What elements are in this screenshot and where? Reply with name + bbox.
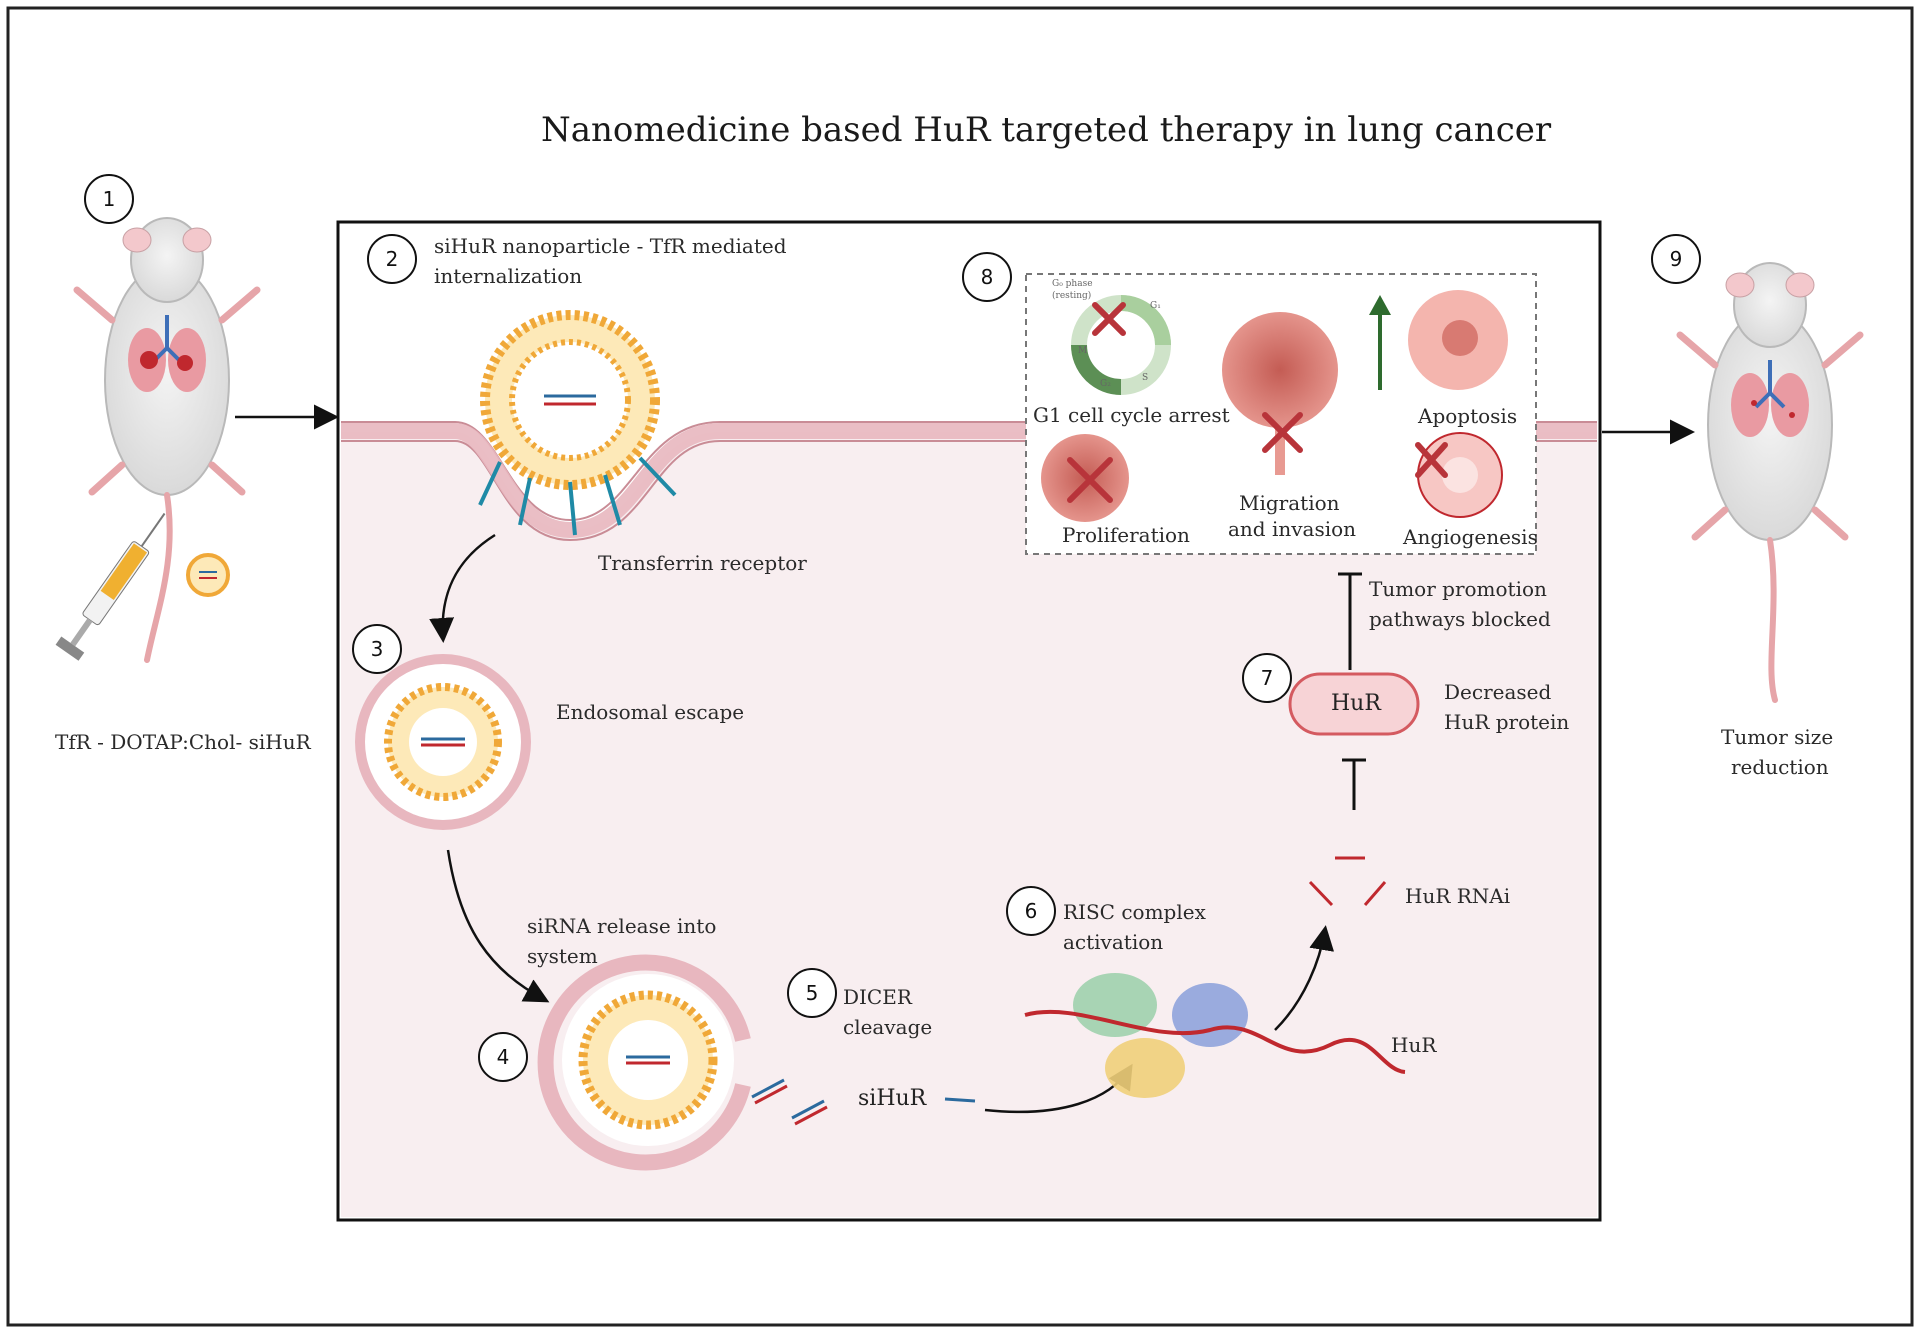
- transferrin-receptor-label: Transferrin receptor: [598, 551, 807, 575]
- hur-mrna: [1024, 1009, 1406, 1074]
- blocked-label-line2: pathways blocked: [1369, 607, 1551, 631]
- nanoparticle-internalizing: [480, 310, 660, 490]
- proliferation-label: Proliferation: [1062, 523, 1190, 547]
- sirna-release-label-line1: siRNA release into: [527, 914, 717, 938]
- endosome: [355, 654, 531, 830]
- released-sirna: [751, 1078, 976, 1126]
- tumor-reduction-label-line1: Tumor size: [1721, 725, 1834, 749]
- step-7-badge: 7: [1242, 653, 1292, 703]
- cycle-phase-label-1: G₀ phase: [1052, 279, 1093, 289]
- outer-frame: [6, 6, 1914, 1327]
- internalization-label-line2: internalization: [434, 264, 583, 288]
- decreased-label-line2: HuR protein: [1444, 710, 1570, 734]
- nanoparticle-small: [186, 553, 230, 597]
- angiogenesis-label: Angiogenesis: [1403, 525, 1538, 549]
- step-5-badge: 5: [787, 968, 837, 1018]
- apoptosis-cell: [1408, 290, 1508, 390]
- blocked-label-line1: Tumor promotion: [1369, 577, 1547, 601]
- cycle-g1-label: G₁: [1150, 301, 1161, 311]
- mouse-treated-illustration: [73, 217, 261, 663]
- angiogenesis-cell: [1417, 432, 1503, 518]
- step-6-badge: 6: [1006, 886, 1056, 936]
- hur-rnai-fragments: [1308, 856, 1387, 907]
- decreased-label-line1: Decreased: [1444, 680, 1552, 704]
- block-crosses: [1067, 302, 1448, 503]
- risc-label-line1: RISC complex: [1063, 900, 1206, 924]
- inhibition-lines: [1338, 572, 1366, 810]
- transferrin-receptors: [478, 456, 677, 536]
- step-9-badge: 9: [1651, 234, 1701, 284]
- tumor-reduction-label-line2: reduction: [1731, 755, 1829, 779]
- cycle-g2-label: G₂: [1100, 379, 1111, 389]
- risc-label-line2: activation: [1063, 930, 1164, 954]
- step-3-badge: 3: [352, 624, 402, 674]
- risc-complex: [1073, 973, 1248, 1098]
- sihur-label: siHuR: [858, 1086, 927, 1111]
- dicer-label-line1: DICER: [843, 985, 912, 1009]
- apoptosis-label: Apoptosis: [1418, 404, 1518, 428]
- dicer-label-line2: cleavage: [843, 1015, 933, 1039]
- hur-rnai-label: HuR RNAi: [1405, 884, 1511, 908]
- hur-mrna-label: HuR: [1391, 1033, 1437, 1057]
- cycle-phase-label-2: (resting): [1052, 291, 1092, 301]
- sirna-release-label-line2: system: [527, 944, 598, 968]
- step-8-badge: 8: [962, 252, 1012, 302]
- endosome-releasing: [537, 954, 751, 1171]
- step-1-badge: 1: [84, 174, 134, 224]
- hur-protein: [1288, 672, 1420, 736]
- step-2-badge: 2: [367, 234, 417, 284]
- figure-title: Nanomedicine based HuR targeted therapy …: [541, 110, 1552, 150]
- internalization-label-line1: siHuR nanoparticle - TfR mediated: [434, 234, 787, 258]
- mouse-treated-result-illustration: [1676, 262, 1864, 703]
- endosomal-escape-label: Endosomal escape: [556, 700, 745, 724]
- migration-label-line1: Migration: [1239, 491, 1340, 515]
- migration-label-line2: and invasion: [1228, 517, 1357, 541]
- hur-protein-label: HuR: [1331, 691, 1381, 716]
- cycle-s-label: S: [1142, 373, 1149, 383]
- g1-arrest-label: G1 cell cycle arrest: [1033, 403, 1230, 427]
- cycle-m-label: M: [1078, 346, 1088, 356]
- syringe-illustration: [55, 512, 166, 661]
- formulation-label: TfR - DOTAP:Chol- siHuR: [55, 730, 311, 754]
- step-4-badge: 4: [478, 1032, 528, 1082]
